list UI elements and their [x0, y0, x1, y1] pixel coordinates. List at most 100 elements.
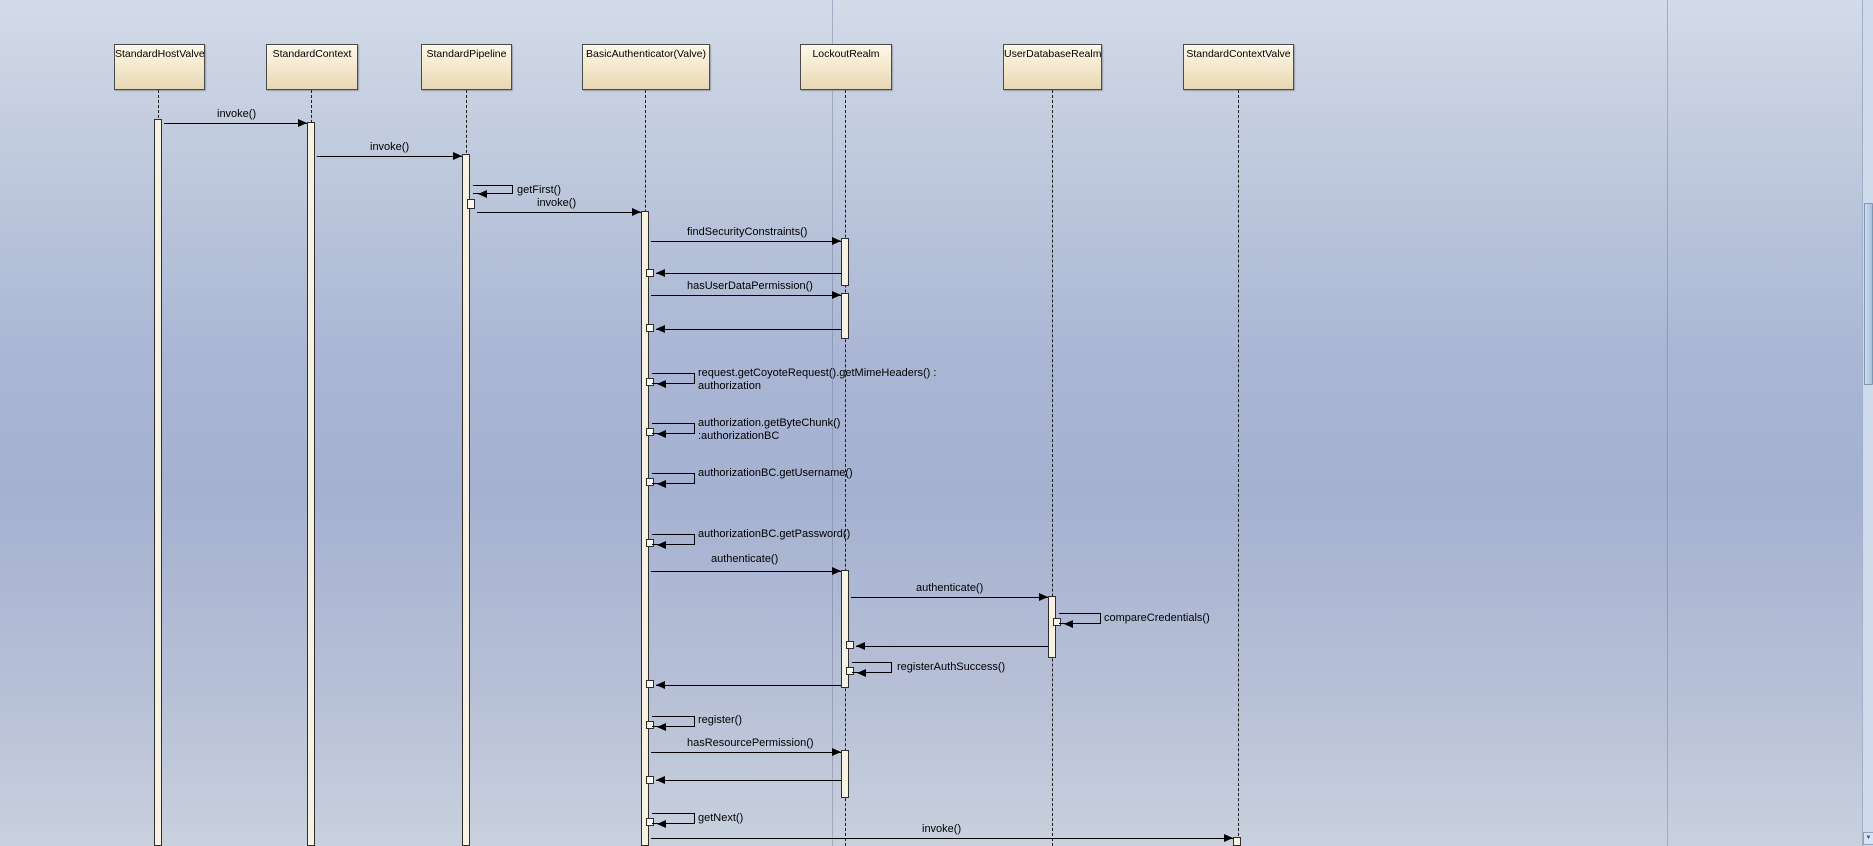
activation-bar[interactable] — [841, 293, 849, 339]
self-message-loop — [652, 534, 695, 545]
activation-bar[interactable] — [307, 122, 315, 846]
message-line — [656, 685, 841, 686]
activation-bar-nested — [646, 818, 654, 826]
message-line — [651, 571, 841, 572]
lifeline-name: StandardContextValve — [1186, 48, 1291, 60]
activation-bar-nested — [646, 478, 654, 486]
lifeline-head-basic-authenticator[interactable]: BasicAuthenticator(Valve) — [582, 44, 710, 90]
message-label[interactable]: findSecurityConstraints() — [687, 226, 808, 238]
message-label[interactable]: request.getCoyoteRequest().getMimeHeader… — [698, 367, 937, 392]
lifeline-head-standard-context[interactable]: StandardContext — [266, 44, 358, 90]
lifeline-head-user-database-realm[interactable]: UserDatabaseRealm — [1003, 44, 1102, 90]
message-label[interactable]: register() — [698, 714, 743, 726]
arrowhead-right-icon — [832, 748, 841, 756]
lifeline-name: StandardHostValve — [115, 48, 205, 60]
message-label[interactable]: invoke() — [922, 823, 962, 835]
activation-bar-nested — [646, 721, 654, 729]
activation-bar-nested — [1053, 618, 1061, 626]
message-label[interactable]: authorizationBC.getUsername() — [698, 467, 853, 479]
activation-bar[interactable] — [841, 238, 849, 286]
vertical-scrollbar[interactable]: ▼ — [1862, 0, 1873, 846]
message-line — [651, 295, 841, 296]
lifeline-lockout-realm — [845, 90, 846, 846]
activation-bar-nested — [646, 680, 654, 688]
arrowhead-right-icon — [832, 567, 841, 575]
arrowhead-left-icon — [657, 723, 666, 731]
message-label[interactable]: authenticate() — [711, 553, 779, 565]
message-label[interactable]: getFirst() — [517, 184, 561, 196]
arrowhead-right-icon — [298, 119, 307, 127]
scrollbar-thumb[interactable] — [1864, 203, 1873, 385]
scroll-down-button[interactable]: ▼ — [1863, 832, 1873, 845]
message-label[interactable]: invoke() — [217, 108, 257, 120]
self-message-loop — [652, 716, 695, 727]
lifeline-name: BasicAuthenticator(Valve) — [585, 48, 707, 60]
lifeline-name: LockoutRealm — [812, 48, 880, 60]
lifeline-head-standard-pipeline[interactable]: StandardPipeline — [421, 44, 512, 90]
arrowhead-right-icon — [1224, 834, 1233, 842]
lifeline-head-standard-host-valve[interactable]: StandardHostValve — [114, 44, 205, 90]
activation-bar-nested — [846, 667, 854, 675]
message-line — [164, 123, 307, 124]
message-label[interactable]: registerAuthSuccess() — [897, 661, 1006, 673]
message-label[interactable]: invoke() — [370, 141, 410, 153]
activation-bar[interactable] — [1233, 837, 1241, 846]
self-message-loop — [1059, 613, 1101, 624]
arrowhead-left-icon — [657, 430, 666, 438]
self-message-loop — [652, 423, 695, 434]
activation-bar-nested — [646, 378, 654, 386]
message-line — [856, 646, 1048, 647]
arrowhead-left-icon — [656, 681, 665, 689]
message-label[interactable]: authorizationBC.getPassword() — [698, 528, 851, 540]
page-boundary-line — [832, 0, 833, 846]
activation-bar-nested — [646, 269, 654, 277]
message-label[interactable]: hasUserDataPermission() — [687, 280, 813, 292]
arrowhead-right-icon — [1039, 593, 1048, 601]
message-line — [851, 597, 1048, 598]
activation-bar[interactable] — [462, 154, 470, 846]
lifeline-name: UserDatabaseRealm — [1004, 48, 1102, 60]
activation-bar[interactable] — [841, 570, 849, 688]
message-line — [651, 838, 1233, 839]
activation-bar-nested — [467, 199, 475, 209]
activation-bar-nested — [646, 428, 654, 436]
activation-bar[interactable] — [641, 211, 649, 846]
activation-bar[interactable] — [1048, 596, 1056, 658]
message-label[interactable]: getNext() — [698, 812, 744, 824]
arrowhead-right-icon — [632, 208, 641, 216]
arrowhead-left-icon — [856, 642, 865, 650]
message-label[interactable]: compareCredentials() — [1104, 612, 1210, 624]
arrowhead-left-icon — [656, 269, 665, 277]
self-message-loop — [652, 813, 695, 824]
scroll-down-icon: ▼ — [1865, 835, 1872, 841]
activation-bar[interactable] — [841, 750, 849, 798]
arrowhead-left-icon — [657, 380, 666, 388]
arrowhead-right-icon — [832, 291, 841, 299]
lifeline-standard-context-valve — [1238, 90, 1239, 846]
message-label[interactable]: authenticate() — [916, 582, 984, 594]
arrowhead-left-icon — [657, 480, 666, 488]
activation-bar-nested — [646, 539, 654, 547]
activation-bar[interactable] — [154, 119, 162, 846]
message-label[interactable]: hasResourcePermission() — [687, 737, 814, 749]
activation-bar-nested — [646, 776, 654, 784]
lifeline-head-lockout-realm[interactable]: LockoutRealm — [800, 44, 892, 90]
lifeline-head-standard-context-valve[interactable]: StandardContextValve — [1183, 44, 1294, 90]
message-line — [651, 752, 841, 753]
message-label[interactable]: invoke() — [537, 197, 577, 209]
message-line — [656, 780, 841, 781]
arrowhead-left-icon — [857, 669, 866, 677]
lifeline-name: StandardContext — [272, 48, 352, 60]
arrowhead-right-icon — [832, 237, 841, 245]
message-line — [477, 212, 641, 213]
arrowhead-left-icon — [657, 541, 666, 549]
activation-bar-nested — [846, 641, 854, 649]
self-message-loop — [473, 185, 513, 194]
self-message-loop — [652, 373, 695, 384]
activation-bar-nested — [646, 324, 654, 332]
page-boundary-line — [1667, 0, 1668, 846]
arrowhead-left-icon — [1064, 620, 1073, 628]
lifeline-name: StandardPipeline — [426, 48, 507, 60]
message-label[interactable]: authorization.getByteChunk() :authorizat… — [698, 417, 841, 442]
